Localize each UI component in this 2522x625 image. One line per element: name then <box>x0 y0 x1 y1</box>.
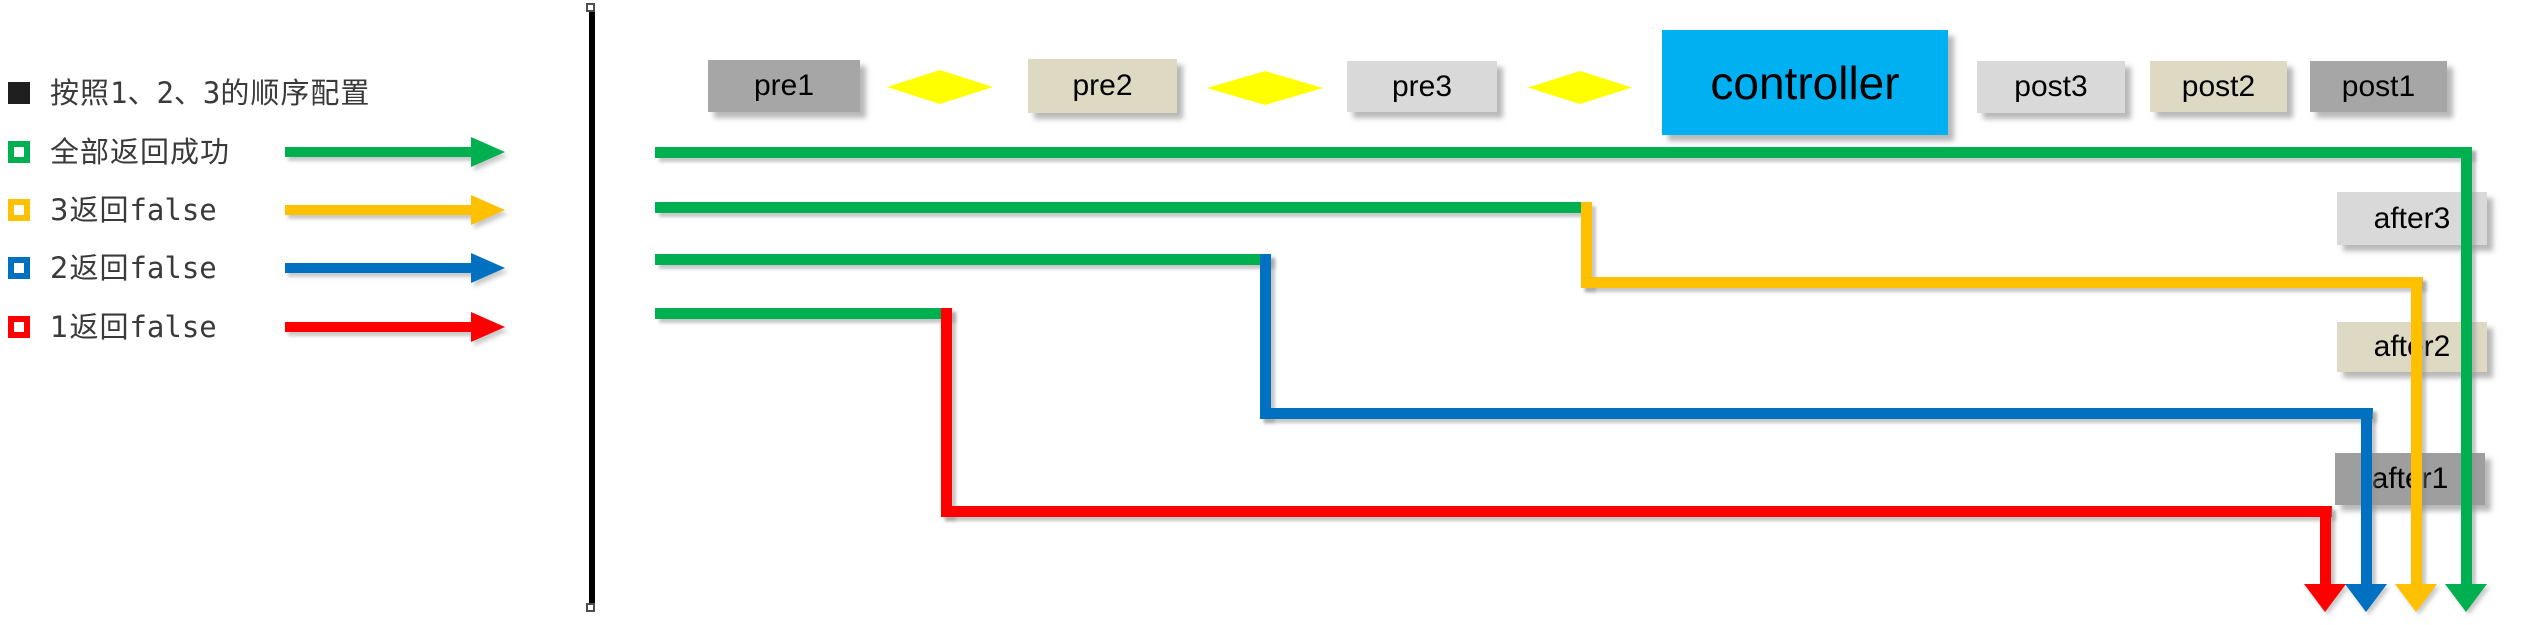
flow-arrowhead-interceptor3-returns-false <box>2395 584 2437 612</box>
decision-diamond-icon[interactable] <box>1207 71 1323 105</box>
flow-box-post2[interactable]: post2 <box>2150 61 2287 112</box>
legend-label-run: 全部返回成功 <box>50 135 231 169</box>
legend-label: 全部返回成功 <box>50 130 230 175</box>
selection-handle[interactable] <box>586 603 595 612</box>
flow-line-interceptor1-returns-false[interactable] <box>941 506 2332 517</box>
legend-color-square-icon <box>8 316 30 338</box>
flow-line-interceptor2-returns-false[interactable] <box>1260 254 1271 419</box>
legend-label-run: false <box>129 251 217 285</box>
flow-box-label: controller <box>1710 56 1900 109</box>
legend-label-run: 2返回 <box>50 251 130 285</box>
legend-label-run: 1返回 <box>50 310 130 344</box>
flow-box-label: pre2 <box>1072 69 1133 102</box>
flow-box-pre3[interactable]: pre3 <box>1347 61 1497 112</box>
legend-arrowhead-icon <box>471 137 505 167</box>
flow-box-controller[interactable]: controller <box>1662 30 1948 135</box>
flow-box-post1[interactable]: post1 <box>2310 61 2447 112</box>
flow-box-label: post3 <box>2014 70 2088 103</box>
legend-arrowhead-icon <box>471 195 505 225</box>
flow-arrowhead-all-success <box>2445 584 2487 612</box>
flow-line-interceptor3-returns-false[interactable] <box>2411 277 2422 585</box>
legend-label: 按照1、2、3的顺序配置 <box>50 71 370 116</box>
legend-color-square-icon <box>8 257 30 279</box>
flow-line-interceptor2-returns-false[interactable] <box>1260 408 2373 419</box>
flow-box-label: after1 <box>2371 462 2449 495</box>
flow-line-interceptor1-returns-false[interactable] <box>2320 506 2331 585</box>
legend-arrow[interactable] <box>285 322 471 332</box>
decision-diamond-icon[interactable] <box>1528 71 1632 104</box>
flow-box-post3[interactable]: post3 <box>1977 61 2125 113</box>
legend-arrow[interactable] <box>285 263 471 273</box>
selection-handle[interactable] <box>586 3 595 12</box>
decision-diamond-icon[interactable] <box>887 70 993 104</box>
flow-line-interceptor3-returns-false[interactable] <box>655 202 1581 213</box>
legend-bullet-square-icon <box>8 82 30 104</box>
flow-box-label: post2 <box>2181 69 2256 103</box>
legend-arrow[interactable] <box>285 147 471 157</box>
flow-arrowhead-interceptor2-returns-false <box>2345 584 2387 612</box>
flow-line-all-success[interactable] <box>655 147 2472 158</box>
flow-box-label: after3 <box>2373 201 2451 235</box>
legend-label-run: 的顺序配置 <box>220 76 371 110</box>
flow-box-pre1[interactable]: pre1 <box>708 60 860 112</box>
flow-box-after1[interactable]: after1 <box>2335 453 2485 505</box>
flow-line-all-success[interactable] <box>2461 147 2472 585</box>
flow-line-interceptor1-returns-false[interactable] <box>941 308 952 517</box>
flow-box-pre2[interactable]: pre2 <box>1028 59 1177 113</box>
flow-line-interceptor3-returns-false[interactable] <box>1581 202 1592 288</box>
legend-label-run: 按照 <box>50 76 111 110</box>
legend-label: 1返回false <box>50 305 217 350</box>
legend-arrow[interactable] <box>285 205 471 215</box>
legend-arrowhead-icon <box>471 253 505 283</box>
flow-box-label: pre3 <box>1391 69 1453 103</box>
divider-line[interactable] <box>589 10 595 603</box>
legend-label-run: false <box>129 310 217 344</box>
legend-label-run: 1、2、3 <box>110 76 221 110</box>
legend-label: 3返回false <box>50 188 217 233</box>
legend-color-square-icon <box>8 141 30 163</box>
flow-box-label: post1 <box>2341 69 2416 103</box>
flow-line-interceptor2-returns-false[interactable] <box>655 254 1271 265</box>
legend-color-square-icon <box>8 199 30 221</box>
legend-label: 2返回false <box>50 246 217 291</box>
flow-arrowhead-interceptor1-returns-false <box>2304 584 2346 612</box>
flow-line-interceptor2-returns-false[interactable] <box>2361 408 2372 585</box>
legend-arrowhead-icon <box>471 312 505 342</box>
flow-line-interceptor3-returns-false[interactable] <box>1581 277 2423 288</box>
legend-label-run: 3返回 <box>50 193 130 227</box>
flow-line-interceptor1-returns-false[interactable] <box>655 308 952 319</box>
flow-box-label: pre1 <box>753 69 815 102</box>
legend-label-run: false <box>129 193 217 227</box>
